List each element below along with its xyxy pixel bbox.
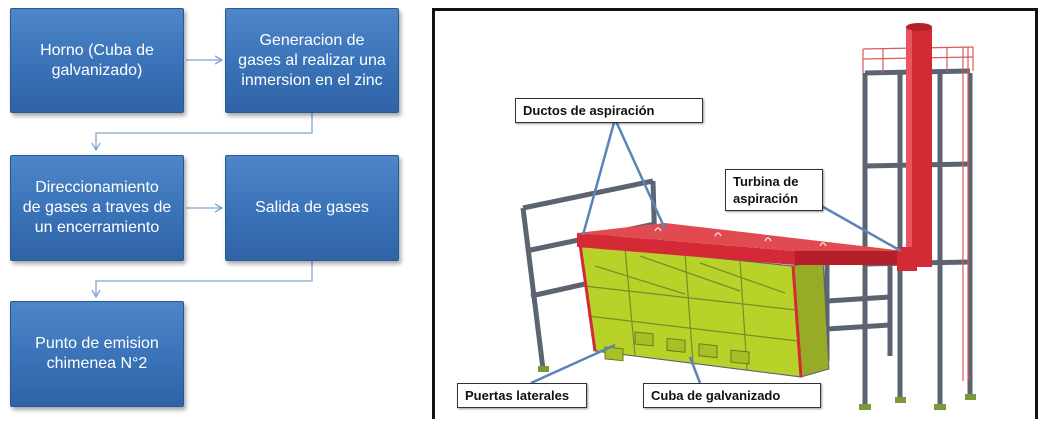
- tank-red-edges: [578, 243, 803, 378]
- flow-box-generacion-label: Generacion de gases al realizar una inme…: [238, 31, 386, 89]
- flow-box-generacion: Generacion de gases al realizar una inme…: [225, 8, 399, 113]
- duct-hooks: [654, 227, 827, 247]
- left-frame-feet: [538, 366, 549, 372]
- flow-box-horno-label: Horno (Cuba de galvanizado): [40, 41, 154, 79]
- callout-ductos-aspiracion: Ductos de aspiración: [515, 98, 703, 123]
- tower-railing: [862, 46, 974, 381]
- flow-box-punto-emision-label: Punto de emision chimenea N°2: [35, 335, 159, 372]
- middle-support-frame: [824, 261, 893, 361]
- flowchart-connectors: [91, 55, 313, 299]
- extraction-system-illustration: Ductos de aspiración Turbina de aspiraci…: [432, 8, 1038, 419]
- callout-cuba-galvanizado: Cuba de galvanizado: [643, 383, 821, 408]
- extraction-duct: [577, 223, 917, 271]
- arrow-b2-b3: [91, 113, 313, 152]
- flow-box-salida: Salida de gases: [225, 155, 399, 261]
- flow-box-horno: Horno (Cuba de galvanizado): [10, 8, 184, 113]
- tank-panel-grid: [583, 247, 799, 371]
- flow-box-direccionamiento-label: Direccionamiento de gases a traves de un…: [22, 179, 172, 236]
- flow-box-punto-emision: Punto de emision chimenea N°2: [10, 301, 184, 407]
- tank-lower-doors: [604, 331, 750, 365]
- chimney-stack: [906, 23, 932, 267]
- tower-base-plates: [859, 394, 976, 410]
- callout-puertas-laterales: Puertas laterales: [457, 383, 587, 408]
- callout-turbina-aspiracion: Turbina de aspiración: [725, 169, 823, 211]
- arrow-b4-b5: [91, 261, 313, 299]
- process-flowchart: Horno (Cuba de galvanizado) Generacion d…: [0, 0, 420, 421]
- callout-leader-lines: [530, 118, 902, 385]
- equipment-drawing: [520, 23, 976, 410]
- flow-box-salida-label: Salida de gases: [255, 199, 369, 216]
- flow-box-direccionamiento: Direccionamiento de gases a traves de un…: [10, 155, 184, 261]
